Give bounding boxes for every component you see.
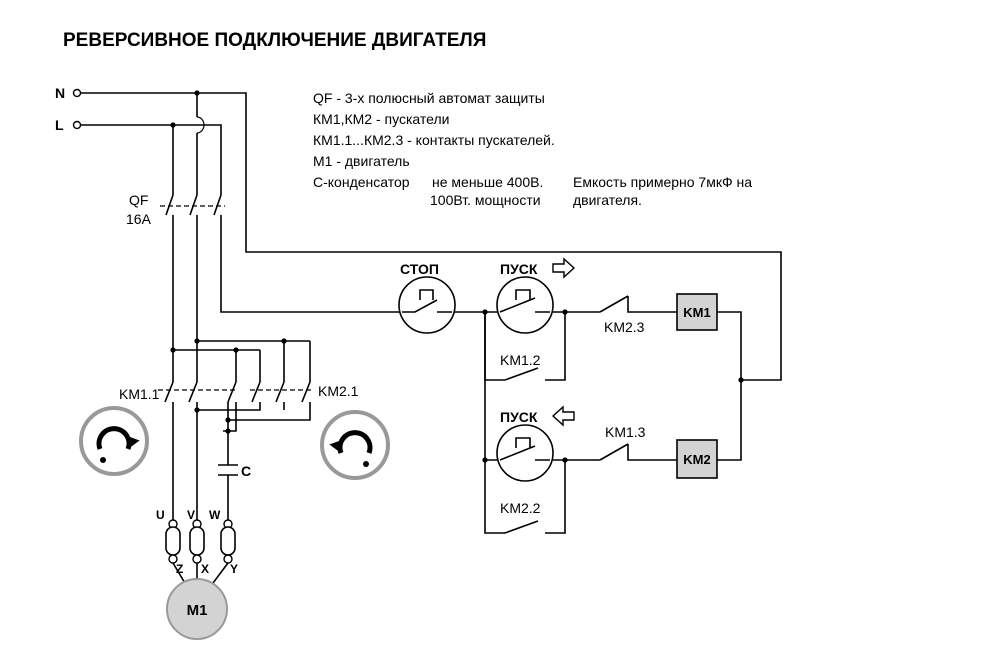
rotation-counterclockwise-icon [320, 410, 390, 480]
start-forward-button: ПУСК [496, 257, 576, 334]
breaker-name: QF [129, 192, 148, 208]
power-wires [81, 92, 782, 520]
rotation-clockwise-icon [79, 406, 149, 476]
input-l-terminal [72, 120, 82, 130]
capacitor-label: C [241, 463, 251, 479]
legend-line-voltage: не меньше 400В. [432, 174, 543, 190]
contact-km2-1-label: KM2.1 [318, 383, 359, 399]
start-reverse-label: ПУСК [500, 409, 538, 425]
control-wires [454, 295, 742, 534]
legend-line-capacity: Емкость примерно 7мкФ на [573, 174, 752, 190]
stop-button: СТОП [398, 261, 456, 334]
contact-km1-1-label: KM1.1 [119, 386, 160, 402]
coil-km2-label: KM2 [683, 452, 710, 467]
contact-km1-2-label: KM1.2 [500, 352, 541, 368]
input-n-terminal [72, 88, 82, 98]
junctions [170, 90, 744, 463]
terminal-v-label: V [187, 508, 195, 522]
legend-line-capacitor: С-конденсатор [313, 174, 410, 190]
breaker-rating: 16A [126, 211, 152, 227]
contact-km1-3-label: KM1.3 [605, 424, 646, 440]
terminal-w-label: W [209, 508, 221, 522]
terminal-block: U V W Z X Y [156, 508, 238, 596]
legend-line-motor: М1 - двигатель [313, 153, 410, 169]
terminal-z-label: Z [176, 562, 183, 576]
stop-button-label: СТОП [400, 261, 439, 277]
coil-km2: KM2 [676, 439, 718, 479]
start-forward-label: ПУСК [500, 261, 538, 277]
terminal-x-label: X [201, 562, 209, 576]
legend-line-qf: QF - 3-х полюсный автомат защиты [313, 90, 545, 106]
coil-km1-label: KM1 [683, 305, 710, 320]
page-title: РЕВЕРСИВНОЕ ПОДКЛЮЧЕНИЕ ДВИГАТЕЛЯ [63, 30, 486, 51]
legend-line-contacts: КМ1.1...КМ2.3 - контакты пускателей. [313, 132, 555, 148]
capacitor: C [218, 463, 251, 479]
legend-line-km: КМ1,КМ2 - пускатели [313, 111, 449, 127]
input-n-label: N [55, 85, 65, 101]
legend-line-power: 100Вт. мощности [430, 192, 541, 208]
legend-line-motor-word: двигателя. [573, 192, 642, 208]
input-l-label: L [55, 117, 64, 133]
terminal-y-label: Y [230, 562, 238, 576]
contact-km2-3-label: KM2.3 [604, 319, 645, 335]
contact-km2-2-label: KM2.2 [500, 500, 541, 516]
motor-m1: M1 [166, 578, 228, 640]
terminal-u-label: U [156, 508, 165, 522]
coil-km1: KM1 [676, 293, 718, 331]
arrow-left-icon [551, 405, 575, 427]
motor-label: M1 [187, 602, 208, 619]
legend: QF - 3-х полюсный автомат защиты КМ1,КМ2… [313, 90, 752, 208]
arrow-right-icon [552, 257, 576, 279]
start-reverse-button: ПУСК [496, 405, 575, 482]
